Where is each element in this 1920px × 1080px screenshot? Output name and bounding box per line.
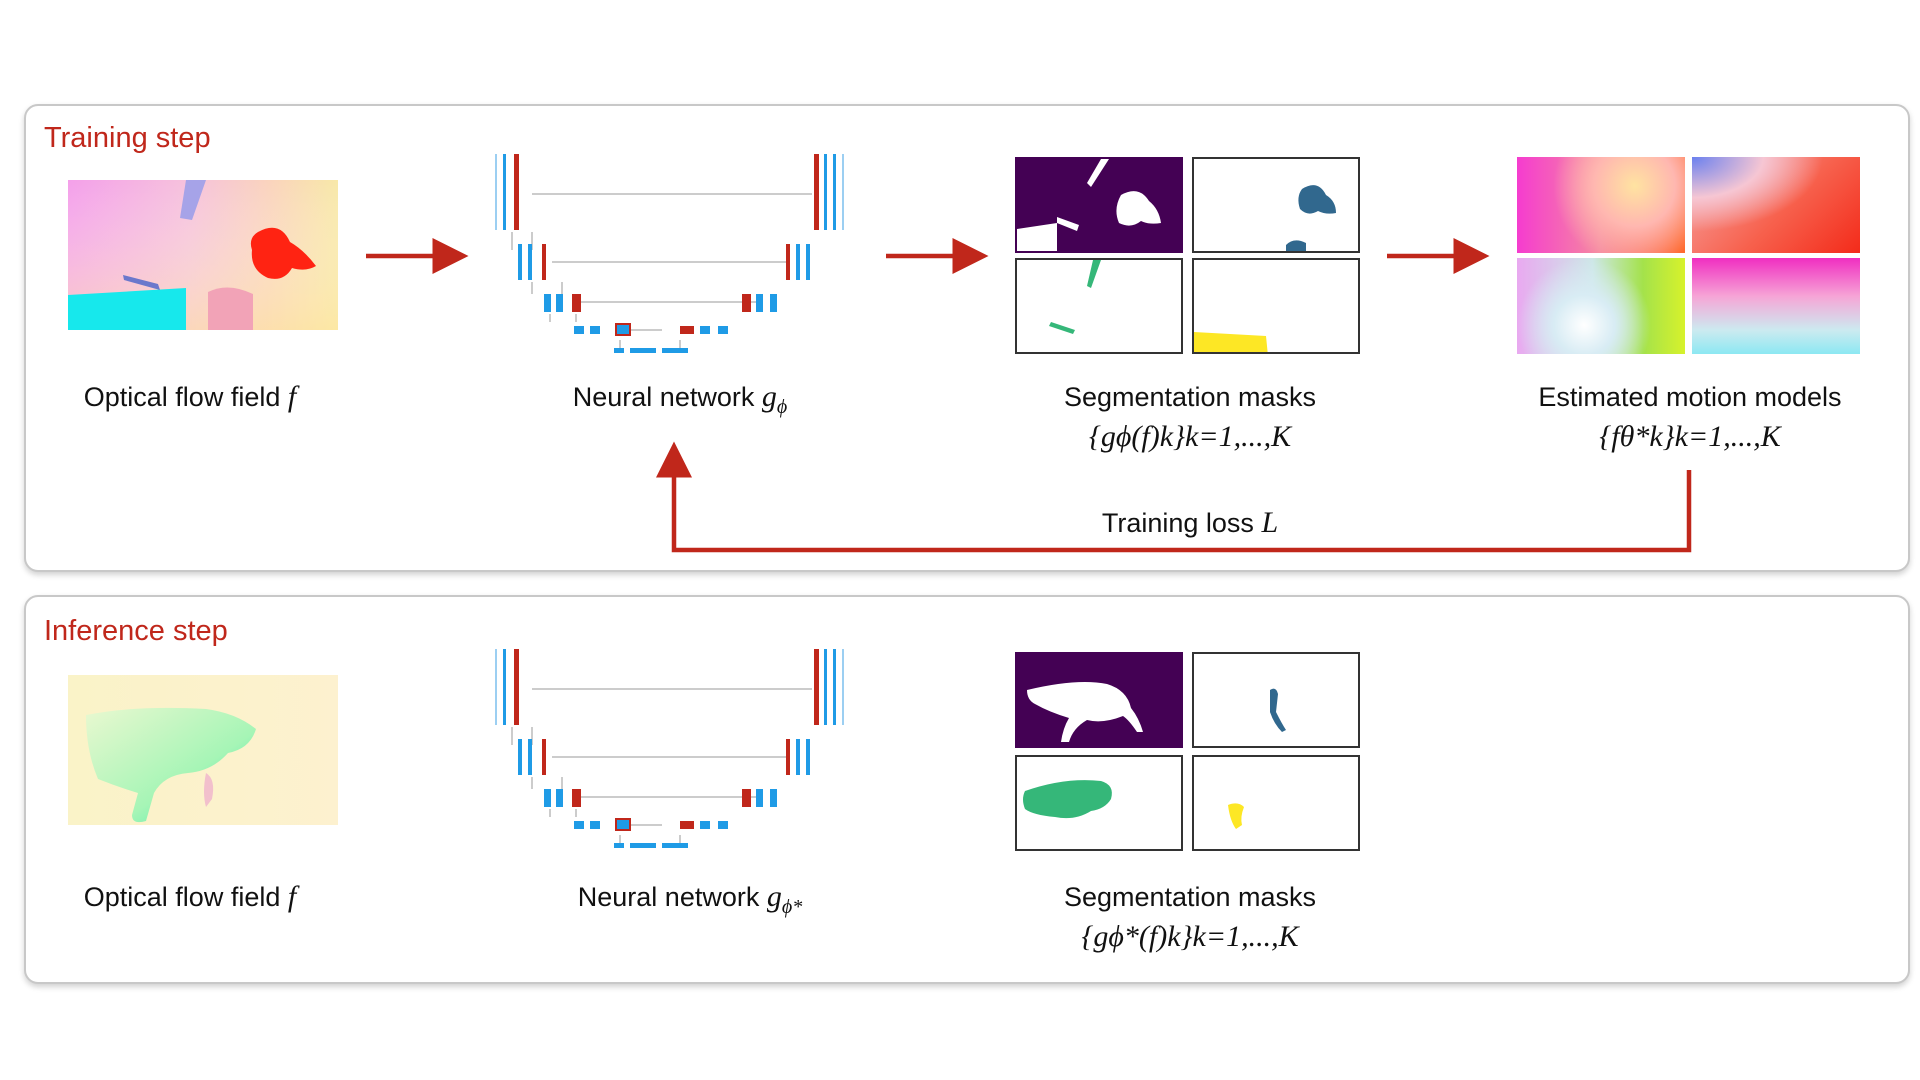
motion-model-4 bbox=[1692, 258, 1860, 354]
segmentation-mask-4 bbox=[1192, 258, 1360, 354]
inference-mask-2 bbox=[1192, 652, 1360, 748]
caption-training-loss: Training loss L bbox=[1101, 506, 1279, 539]
unet-diagram-training bbox=[495, 154, 844, 353]
segmentation-mask-1 bbox=[1015, 157, 1183, 253]
unet-diagram-inference bbox=[495, 649, 844, 848]
inference-mask-1 bbox=[1015, 652, 1183, 748]
caption-network-training: Neural network gϕ bbox=[572, 380, 788, 418]
caption-network-inference: Neural network gϕ* bbox=[577, 880, 803, 918]
formula-segmentation-inference: {gϕ*(f)k}k=1,...,K bbox=[1081, 920, 1299, 953]
inference-step-panel bbox=[24, 595, 1910, 984]
caption-flow-training: Optical flow field f bbox=[83, 380, 297, 413]
training-step-title: Training step bbox=[44, 122, 211, 154]
caption-motion-models: Estimated motion models {fθ*k}k=1,...,K bbox=[1500, 380, 1880, 454]
inference-step-title: Inference step bbox=[44, 615, 228, 647]
motion-model-2 bbox=[1692, 157, 1860, 253]
motion-model-3 bbox=[1517, 258, 1685, 354]
caption-segmentation-inference: Segmentation masks {gϕ*(f)k}k=1,...,K bbox=[1020, 880, 1360, 954]
segmentation-mask-2 bbox=[1192, 157, 1360, 253]
formula-segmentation-training: {gϕ(f)k}k=1,...,K bbox=[1088, 420, 1292, 453]
motion-model-1 bbox=[1517, 157, 1685, 253]
inference-mask-3 bbox=[1015, 755, 1183, 851]
segmentation-mask-3 bbox=[1015, 258, 1183, 354]
optical-flow-image-training bbox=[68, 180, 338, 330]
inference-mask-4 bbox=[1192, 755, 1360, 851]
caption-flow-inference: Optical flow field f bbox=[83, 880, 297, 913]
formula-motion-models: {fθ*k}k=1,...,K bbox=[1599, 420, 1781, 453]
caption-segmentation-training: Segmentation masks {gϕ(f)k}k=1,...,K bbox=[1020, 380, 1360, 454]
optical-flow-image-inference bbox=[68, 675, 338, 825]
